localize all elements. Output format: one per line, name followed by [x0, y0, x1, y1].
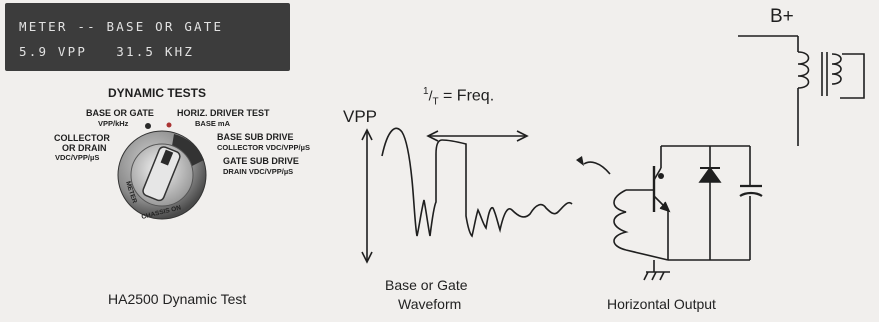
knob-label-base-or-gate: BASE OR GATE — [86, 108, 154, 118]
base-drive-coil — [613, 189, 629, 251]
knob-dark-segment — [172, 134, 204, 166]
caption-horizontal-output: Horizontal Output — [607, 296, 716, 312]
knob-label-or-drain: OR DRAIN — [62, 143, 107, 153]
signal-arrow-head — [576, 156, 584, 166]
meter-display-line-1: METER -- BASE OR GATE — [19, 19, 224, 34]
damper-diode — [698, 166, 722, 183]
knob-label-base-sub-drive: BASE SUB DRIVE — [217, 132, 294, 142]
knob-label-horiz-driver-units: BASE mA — [195, 119, 231, 128]
knob-label-base-or-gate-units: VPP/kHz — [98, 119, 129, 128]
vpp-arrow-head-top — [361, 128, 373, 141]
vpp-arrow-head-bottom — [361, 251, 373, 264]
knob-label-gate-sub-drive: GATE SUB DRIVE — [223, 156, 299, 166]
base-gate-waveform — [361, 127, 573, 264]
meter-display-line-2: 5.9 VPP 31.5 KHZ — [19, 44, 195, 59]
emitter-arrow — [659, 201, 671, 213]
caption-ha2500: HA2500 Dynamic Test — [108, 291, 247, 307]
waveform-trace — [381, 127, 573, 238]
supply-label: B+ — [770, 6, 794, 27]
dynamic-tests-knob[interactable]: METER CHASSIS ON — [112, 120, 212, 230]
knob-label-horiz-driver: HORIZ. DRIVER TEST — [177, 108, 270, 118]
vpp-label: VPP — [343, 107, 378, 126]
signal-arrow — [583, 161, 611, 175]
freq-text: = Freq. — [443, 87, 495, 105]
knob-position-dot — [166, 122, 172, 128]
caption-waveform-line-1: Base or Gate — [385, 277, 468, 293]
flyback-primary-coil — [797, 51, 810, 89]
knob-label-gate-sub-units: DRAIN VDC/VPP/µS — [223, 167, 294, 176]
freq-numerator: 1 — [423, 86, 429, 97]
knob-label-base-sub-units: COLLECTOR VDC/VPP/µS — [217, 143, 310, 152]
flyback-secondary-coil — [831, 53, 842, 85]
knob-position-dot — [145, 123, 151, 129]
dynamic-tests-title: DYNAMIC TESTS — [108, 86, 207, 100]
freq-denominator: T — [432, 96, 439, 108]
knob-pointer — [142, 146, 181, 202]
frequency-label: 1/T = Freq. — [423, 86, 495, 108]
caption-waveform-line-2: Waveform — [398, 296, 462, 312]
horizontal-output-circuit: B+ — [576, 6, 865, 281]
meter-display: METER -- BASE OR GATE 5.9 VPP 31.5 KHZ — [5, 3, 290, 71]
period-arrow-head-left — [426, 130, 439, 142]
knob-label-collector: COLLECTOR — [54, 133, 110, 143]
knob-label-collector-units: VDC/VPP/µS — [55, 153, 100, 162]
period-arrow-head-right — [516, 130, 529, 142]
